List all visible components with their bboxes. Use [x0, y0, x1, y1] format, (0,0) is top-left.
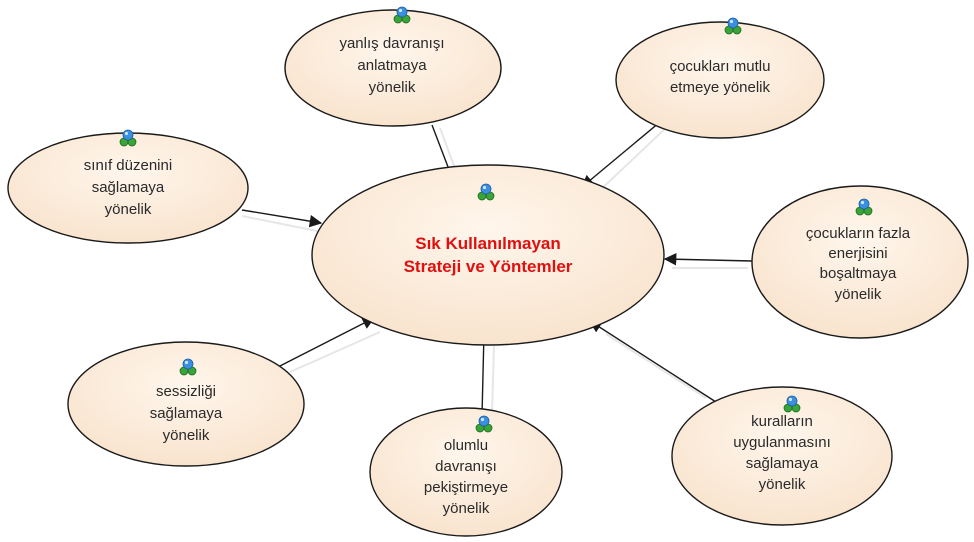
node-label-line: olumlu	[444, 437, 488, 454]
node-class-order[interactable]: sınıf düzenini sağlamaya yönelik	[7, 129, 249, 244]
node-label-line: yönelik	[835, 286, 882, 303]
node-label-line: çocukların fazla	[806, 225, 911, 242]
node-release-energy[interactable]: çocukların fazla enerjisini boşaltmaya y…	[751, 185, 969, 339]
node-wrong-behavior[interactable]: yanlış davranışı anlatmaya yönelik	[284, 6, 502, 127]
center-node-title-line-1: Sık Kullanılmayan	[415, 234, 561, 253]
node-label-line: sınıf düzenini	[84, 157, 172, 174]
node-label-line: sağlamaya	[92, 179, 165, 196]
node-label-line: yönelik	[759, 476, 806, 493]
node-label-line: pekiştirmeye	[424, 479, 508, 496]
node-label-line: etmeye yönelik	[670, 79, 771, 96]
node-label-line: uygulanmasını	[733, 434, 831, 451]
node-label-line: enerjisini	[828, 245, 887, 262]
node-label-line: sessizliği	[156, 383, 216, 400]
connectors	[241, 121, 753, 417]
connector-reinforce-positive	[477, 330, 491, 417]
node-apply-rules[interactable]: kuralların uygulanmasını sağlamaya yönel…	[671, 386, 893, 526]
node-label-line: anlatmaya	[357, 57, 427, 74]
node-reinforce-positive[interactable]: olumlu davranışı pekiştirmeye yönelik	[369, 407, 563, 537]
node-label-line: boşaltmaya	[820, 265, 897, 282]
node-label-line: yönelik	[369, 79, 416, 96]
connector-apply-rules	[588, 320, 717, 403]
node-label-line: yanlış davranışı	[339, 35, 444, 52]
node-label-line: yönelik	[163, 427, 210, 444]
center-node[interactable]: Sık Kullanılmayan Strateji ve Yöntemler	[311, 164, 665, 346]
connector-happy-children	[581, 121, 661, 188]
center-node-title-line-2: Strateji ve Yöntemler	[404, 257, 573, 276]
node-label-line: kuralların	[751, 413, 813, 430]
node-label-line: yönelik	[443, 500, 490, 517]
node-label-line: çocukları mutlu	[670, 58, 771, 75]
node-label-line: sağlamaya	[746, 455, 819, 472]
connector-class-order	[241, 209, 323, 228]
connector-silence	[275, 317, 376, 369]
node-label-line: sağlamaya	[150, 405, 223, 422]
node-silence[interactable]: sessizliği sağlamaya yönelik	[67, 341, 305, 467]
node-happy-children[interactable]: çocukları mutlu etmeye yönelik	[615, 17, 825, 139]
node-label-line: yönelik	[105, 201, 152, 218]
node-label-line: davranışı	[435, 458, 497, 475]
concept-node-icon	[724, 17, 742, 35]
connector-release-energy	[663, 252, 753, 266]
